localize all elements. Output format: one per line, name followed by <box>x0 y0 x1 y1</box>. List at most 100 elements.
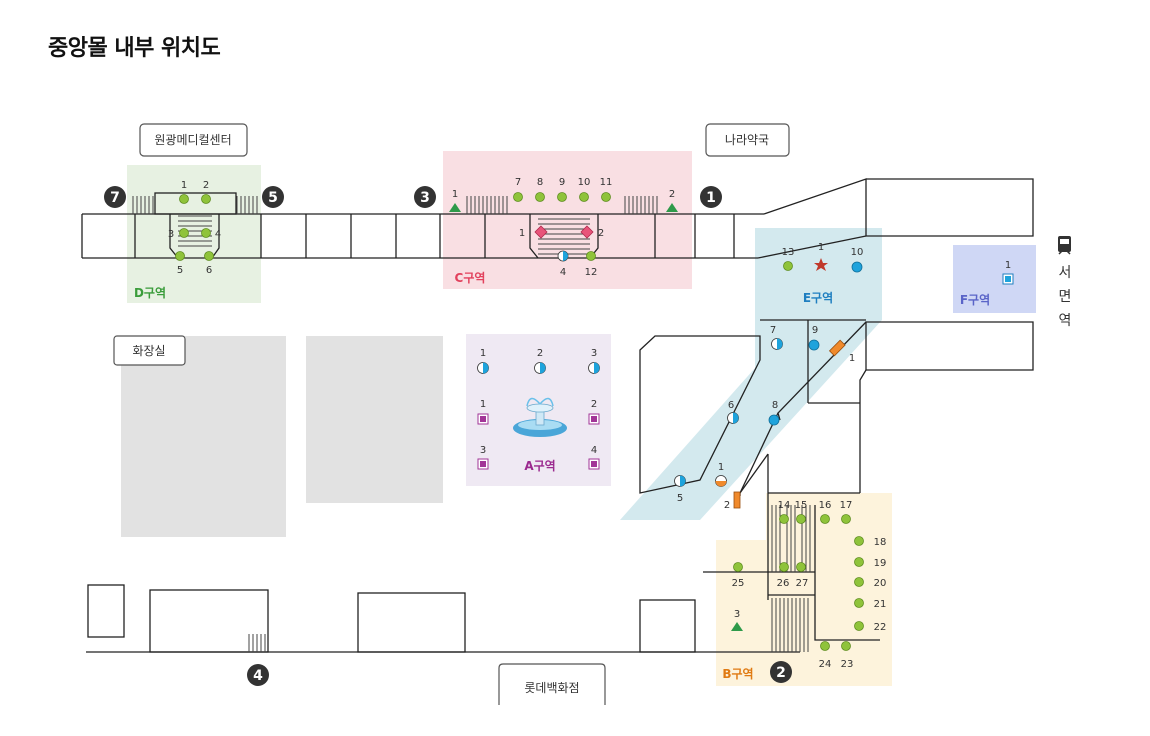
b-tri-3: 3 <box>731 609 743 631</box>
d-green-2: 2 <box>201 180 211 204</box>
zone-d-area <box>127 165 261 303</box>
svg-text:23: 23 <box>841 659 854 670</box>
svg-text:나라약국: 나라약국 <box>725 132 769 147</box>
landmark-toilet: 화장실 <box>113 335 186 366</box>
svg-text:18: 18 <box>874 537 887 548</box>
exit-7: 7 <box>104 186 126 208</box>
train-icon <box>1058 236 1071 255</box>
svg-text:3: 3 <box>420 190 430 206</box>
svg-text:1: 1 <box>706 190 716 206</box>
svg-text:9: 9 <box>559 177 565 188</box>
f-sq-1: 1 <box>1002 260 1014 285</box>
exit-2: 2 <box>770 661 792 683</box>
svg-text:21: 21 <box>874 599 887 610</box>
d-green-4: 4 <box>201 228 221 240</box>
exit-badges: 7 5 3 1 4 2 <box>104 186 792 686</box>
b-green-21: 21 <box>854 598 887 610</box>
a-sq-2: 2 <box>588 399 600 425</box>
svg-text:1: 1 <box>718 462 724 473</box>
b-green-16: 16 <box>819 500 832 524</box>
b-green-15: 15 <box>795 500 808 524</box>
landmark-wongwang: 원광메디컬센터 <box>139 123 248 157</box>
svg-text:2: 2 <box>537 348 543 359</box>
b-green-19: 19 <box>854 557 886 569</box>
stair-c-right <box>624 196 658 214</box>
svg-text:1: 1 <box>818 242 824 253</box>
svg-text:24: 24 <box>819 659 832 670</box>
b-green-14: 14 <box>778 500 790 524</box>
zone-e-area <box>620 228 882 520</box>
svg-text:8: 8 <box>537 177 543 188</box>
b-green-24: 24 <box>819 641 832 670</box>
svg-text:6: 6 <box>728 400 734 411</box>
exit-4: 4 <box>247 664 269 686</box>
zone-f-label: F구역 <box>960 292 990 307</box>
svg-text:원광메디컬센터: 원광메디컬센터 <box>154 133 231 147</box>
e-blue-10: 10 <box>851 247 863 273</box>
svg-text:4: 4 <box>591 445 597 456</box>
c-green-8: 8 <box>535 177 545 202</box>
exit-1: 1 <box>700 186 722 208</box>
svg-text:3: 3 <box>591 348 597 359</box>
station-char-1: 서 <box>1059 265 1072 281</box>
b-green-22: 22 <box>854 621 887 633</box>
stair-d-left <box>132 196 154 214</box>
svg-text:7: 7 <box>770 325 776 336</box>
svg-text:1: 1 <box>480 399 486 410</box>
exit-5: 5 <box>262 186 284 208</box>
d-green-3: 3 <box>168 228 189 240</box>
a-half-3: 3 <box>588 348 600 374</box>
e-star-1: 1 <box>814 242 828 271</box>
svg-text:1: 1 <box>849 353 855 364</box>
svg-text:5: 5 <box>268 190 278 206</box>
zone-f-area <box>953 245 1036 313</box>
svg-text:25: 25 <box>732 578 745 589</box>
svg-text:4: 4 <box>253 668 263 684</box>
b-green-23: 23 <box>841 641 854 670</box>
svg-text:화장실: 화장실 <box>132 344 165 358</box>
station-char-2: 면 <box>1059 289 1072 305</box>
a-sq-3: 3 <box>477 445 489 470</box>
svg-text:7: 7 <box>515 177 521 188</box>
stair-b-lower <box>771 598 809 652</box>
e-half-6: 6 <box>727 400 739 424</box>
svg-text:1: 1 <box>452 189 458 200</box>
svg-text:2: 2 <box>598 228 604 239</box>
a-sq-4: 4 <box>588 445 600 470</box>
c-green-9: 9 <box>557 177 567 202</box>
station-label: 서 면 역 <box>1058 236 1071 329</box>
b-green-27: 27 <box>796 562 808 589</box>
station-char-3: 역 <box>1059 313 1072 329</box>
svg-text:5: 5 <box>177 265 183 276</box>
svg-text:22: 22 <box>874 622 887 633</box>
svg-text:3: 3 <box>480 445 486 456</box>
stair-exit-4 <box>248 634 266 652</box>
exit-3: 3 <box>414 186 436 208</box>
svg-text:1: 1 <box>181 180 187 191</box>
svg-text:롯데백화점: 롯데백화점 <box>524 681 579 695</box>
c-tri-1: 1 <box>449 189 461 212</box>
d-green-5: 5 <box>175 251 185 276</box>
svg-text:2: 2 <box>669 189 675 200</box>
corridor-outline <box>81 178 1034 653</box>
svg-text:5: 5 <box>677 493 683 504</box>
b-green-18: 18 <box>854 536 887 548</box>
svg-text:16: 16 <box>819 500 832 511</box>
svg-text:12: 12 <box>585 267 598 278</box>
c-half-4: 4 <box>557 250 569 278</box>
block-center <box>306 336 443 503</box>
zone-c-label: C구역 <box>455 270 486 285</box>
c-green-7: 7 <box>513 177 523 202</box>
b-green-17: 17 <box>840 500 853 524</box>
svg-text:2: 2 <box>591 399 597 410</box>
block-toilet-area <box>121 336 286 537</box>
d-green-6: 6 <box>204 251 214 276</box>
svg-text:17: 17 <box>840 500 853 511</box>
zone-b-area <box>716 493 892 686</box>
c-green-11: 11 <box>600 177 612 202</box>
e-green-13: 13 <box>782 247 794 271</box>
svg-text:15: 15 <box>795 500 808 511</box>
e-blue-9: 9 <box>808 325 820 351</box>
svg-text:7: 7 <box>110 190 120 206</box>
